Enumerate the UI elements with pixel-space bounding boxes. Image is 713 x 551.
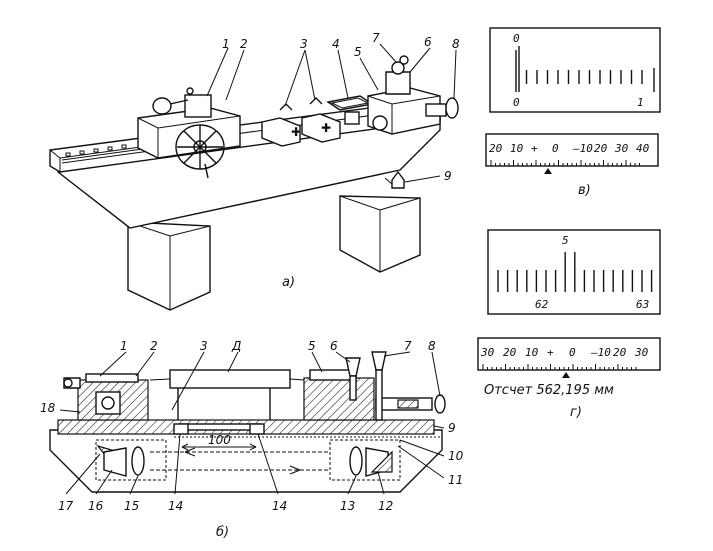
- vernier-label: 0: [552, 142, 559, 155]
- lamp-9: [391, 170, 405, 189]
- vernier-label: 20: [489, 142, 503, 155]
- optics-right: [329, 439, 401, 481]
- callout-b-14a: 14: [168, 499, 183, 513]
- scale-v-left-label: 0: [513, 96, 520, 109]
- callout-b-12: 12: [378, 499, 393, 513]
- vernier-v-ticks: [490, 160, 640, 166]
- callout-b-16: 16: [88, 499, 104, 513]
- part-d: [169, 369, 291, 389]
- callout-b-15: 15: [124, 499, 139, 513]
- vernier-label: 10: [510, 142, 524, 155]
- vernier-label: 10: [525, 346, 539, 359]
- callout-a-7: 7: [372, 31, 380, 45]
- callout-a-2: 2: [240, 37, 248, 51]
- support-left: [261, 117, 301, 147]
- vernier-label: –10: [572, 142, 593, 155]
- vernier-g-ticks: [482, 364, 637, 370]
- figure-label-b: б): [216, 525, 229, 540]
- scale-g-right-label: 63: [636, 298, 649, 311]
- callout-a-5: 5: [354, 45, 362, 59]
- support-right: [301, 113, 341, 143]
- view-b-section: 100 1 2 3 Д 5 6 7 8 18 9 10 11 17 16: [40, 339, 464, 540]
- callout-a-4: 4: [332, 37, 340, 51]
- callout-a-9: 9: [444, 169, 452, 183]
- optics-left: [95, 439, 167, 481]
- callout-b-9: 9: [448, 421, 456, 435]
- scale-g-ticks: [497, 252, 653, 292]
- callout-b-8: 8: [428, 339, 436, 353]
- view-a-perspective: ✚ ✚ 1 2 3 4: [49, 31, 460, 311]
- vernier-g-pointer: [562, 372, 570, 378]
- handwheel-icon: [175, 124, 225, 179]
- base-body: [49, 429, 443, 493]
- callout-b-2: 2: [150, 339, 158, 353]
- svg-text:✚: ✚: [321, 121, 331, 135]
- callout-a-1: 1: [222, 37, 230, 51]
- vernier-label: 30: [634, 346, 649, 359]
- vernier-label: +: [547, 346, 554, 359]
- vernier-label: 0: [569, 346, 576, 359]
- headstock-upper: [184, 94, 212, 118]
- scale-v-ticks: [515, 46, 655, 92]
- figure-label-g: г): [570, 405, 582, 420]
- callout-b-5: 5: [308, 339, 316, 353]
- callout-b-6: 6: [330, 339, 338, 353]
- scale-g-field: [487, 229, 661, 315]
- vernier-label: –10: [590, 346, 611, 359]
- callout-b-13: 13: [340, 499, 355, 513]
- callout-a-6: 6: [424, 35, 432, 49]
- callout-b-3: 3: [200, 339, 208, 353]
- eyepiece-7: [391, 61, 405, 75]
- rail-slots: [65, 144, 127, 157]
- callout-b-17: 17: [58, 499, 74, 513]
- scale-v-top-label: 0: [513, 32, 520, 45]
- svg-text:✚: ✚: [291, 125, 301, 139]
- vernier-label: 20: [613, 346, 627, 359]
- figure-label-a: а): [282, 275, 295, 290]
- callout-b-d: Д: [231, 339, 241, 353]
- scale-v-right-label: 1: [637, 96, 644, 109]
- tailstock-wheel: [372, 115, 388, 131]
- vernier-label: 40: [636, 142, 650, 155]
- micrometer-head-icon: [425, 97, 459, 119]
- figure-label-v: в): [578, 183, 591, 198]
- callout-a-8: 8: [452, 37, 460, 51]
- reading-text: Отсчет 562,195 мм: [484, 383, 614, 398]
- dimension-100: 100: [208, 433, 231, 447]
- callout-a-3: 3: [300, 37, 308, 51]
- scale-g-top-label: 5: [562, 234, 569, 247]
- scale-g-left-label: 62: [535, 298, 549, 311]
- tailstock-section: [303, 377, 375, 421]
- callout-b-10: 10: [448, 449, 464, 463]
- vernier-v-pointer: [544, 168, 552, 174]
- vernier-label: 30: [480, 346, 495, 359]
- vernier-label: 20: [503, 346, 517, 359]
- headstock-knob: [152, 97, 172, 115]
- micrometer-8: [434, 394, 446, 414]
- vernier-label: 20: [594, 142, 608, 155]
- callout-b-1: 1: [120, 339, 128, 353]
- left-foot: [127, 221, 211, 311]
- callout-b-11: 11: [448, 473, 463, 487]
- vernier-label: +: [531, 142, 538, 155]
- callout-b-18: 18: [40, 401, 56, 415]
- vernier-label: 30: [614, 142, 629, 155]
- callout-b-7: 7: [404, 339, 412, 353]
- scale-v-field: [489, 27, 661, 113]
- callout-b-14b: 14: [272, 499, 287, 513]
